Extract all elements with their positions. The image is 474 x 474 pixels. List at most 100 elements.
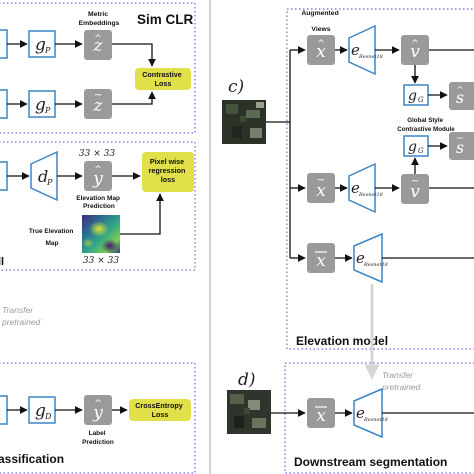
- elevation-partial-title: ll: [0, 256, 4, 268]
- style-head-bottom-sub: G: [418, 147, 424, 155]
- simclr-frame: [0, 2, 196, 134]
- simclr-title: Sim CLR: [137, 12, 194, 27]
- s-tilde-box: [449, 132, 474, 160]
- elevation-prediction-label: Elevation Map Prediction: [76, 195, 122, 210]
- right-panel: c) Augmented Views x ^ e Resnet18 v ^: [222, 8, 474, 474]
- contrastive-loss-label: Contrastive Loss: [142, 70, 184, 88]
- encoder-downstream-sub: Resnet18: [363, 417, 388, 423]
- style-head-top-symbol: g: [408, 88, 417, 104]
- projector-top-symbol: g: [35, 35, 46, 55]
- hat-accent: ^: [317, 39, 325, 49]
- classifier-head-symbol: g: [35, 401, 46, 421]
- projector-bottom-box: [28, 90, 56, 118]
- elevation-model-frame: [286, 8, 474, 350]
- encoder-bottom: [353, 232, 383, 284]
- s-tilde-symbol: s: [456, 138, 464, 157]
- classification-partial-title: assification: [0, 452, 64, 466]
- satellite-image-c: [222, 100, 266, 144]
- elevation-model-title: Elevation model: [296, 334, 388, 348]
- panel-label-d: d): [238, 370, 256, 390]
- encoder-stub-top: [0, 29, 8, 59]
- s-hat-box: [449, 82, 474, 110]
- encoder-bottom-sub: Resnet18: [363, 262, 388, 268]
- v-hat-symbol: v: [410, 42, 420, 62]
- pixel-loss-box: [142, 152, 194, 192]
- encoder-stub-bottom: [0, 89, 8, 119]
- true-elevation-map: [82, 215, 120, 253]
- projector-bottom-sub: P: [44, 106, 51, 115]
- encoder-middle: [348, 162, 376, 214]
- s-hat-symbol: s: [456, 88, 464, 107]
- downstream-title: Downstream segmentation: [294, 455, 447, 469]
- tilde-accent: ~: [411, 176, 419, 187]
- crossentropy-loss-label: CrossEntropy Loss: [135, 401, 185, 419]
- y-hat-elevation-symbol: y: [92, 169, 103, 189]
- size-label-top: 33 × 33: [79, 149, 115, 159]
- encoder-top: [348, 24, 376, 76]
- arrow: [112, 91, 156, 105]
- tilde-accent: ~: [317, 175, 325, 186]
- x-bar-downstream-box: [307, 398, 335, 428]
- v-hat-box: [401, 35, 429, 65]
- z-bottom-symbol: z: [93, 96, 104, 116]
- augmented-views-label: Augmented Views: [301, 10, 340, 33]
- encoder-top-symbol: e: [351, 41, 360, 59]
- x-tilde-box: [307, 173, 335, 203]
- x-bar-box: [307, 243, 335, 273]
- z-top-box: [84, 30, 112, 60]
- hat-accent: ^: [94, 399, 102, 409]
- v-tilde-box: [401, 174, 429, 204]
- z-bottom-box: [84, 89, 112, 119]
- decoder-symbol: d: [38, 167, 48, 186]
- x-bar-downstream-symbol: x: [316, 406, 326, 426]
- decoder-trapezoid: [30, 150, 58, 202]
- x-hat-box: [307, 35, 335, 65]
- tilde-accent: ~: [456, 134, 464, 144]
- decoder-sub: P: [46, 178, 53, 187]
- encoder-middle-symbol: e: [351, 179, 360, 197]
- contrastive-loss-box: [135, 68, 191, 90]
- pixel-loss-label: Pixel wise regression loss: [149, 157, 188, 184]
- transfer-text-left: Transfer pretrained: [1, 305, 41, 327]
- panel-label-c: c): [228, 77, 244, 97]
- projector-bottom-symbol: g: [35, 95, 46, 115]
- left-panel: Sim CLR Metric Embeddings g P z ^ Contra…: [0, 0, 211, 474]
- y-hat-elevation-box: [84, 161, 112, 191]
- encoder-middle-sub: Resnet18: [358, 192, 383, 198]
- style-head-top-sub: G: [418, 96, 424, 104]
- arrow: [112, 43, 156, 67]
- encoder-stub-classification: [0, 395, 8, 425]
- transfer-text-right: Transfer pretrained: [381, 370, 421, 392]
- hat-accent: ^: [94, 165, 102, 175]
- projector-top-sub: P: [44, 46, 51, 55]
- classification-frame: [0, 362, 196, 474]
- x-hat-symbol: x: [316, 42, 326, 62]
- y-hat-class-symbol: y: [92, 403, 103, 423]
- downstream-frame: [284, 362, 474, 474]
- x-tilde-symbol: x: [316, 181, 326, 201]
- hat-accent: ^: [94, 34, 102, 44]
- arrow: [120, 193, 164, 235]
- global-style-label: Global Style Contrastive Module: [397, 117, 455, 133]
- metric-embeddings-label: Metric Embeddings: [79, 11, 120, 27]
- z-top-symbol: z: [93, 36, 104, 56]
- x-bar-symbol: x: [316, 251, 326, 271]
- encoder-top-sub: Resnet18: [358, 54, 383, 60]
- true-elevation-label: True Elevation Map: [29, 228, 75, 247]
- elevation-frame-left: [0, 141, 196, 271]
- crossentropy-loss-box: [129, 399, 191, 421]
- encoder-bottom-symbol: e: [356, 249, 365, 267]
- v-tilde-symbol: v: [410, 182, 420, 202]
- hat-accent: ^: [411, 39, 419, 49]
- encoder-stub-elevation: [0, 161, 8, 191]
- y-hat-class-box: [84, 395, 112, 425]
- label-prediction-label: Label Prediction: [82, 430, 114, 446]
- size-label-bottom: 33 × 33: [83, 256, 119, 266]
- encoder-downstream-symbol: e: [356, 404, 365, 422]
- hat-accent: ^: [457, 85, 464, 94]
- style-head-bottom-symbol: g: [408, 139, 417, 155]
- classifier-head-sub: D: [44, 412, 52, 421]
- tilde-accent: ~: [94, 90, 102, 101]
- satellite-image-d: [227, 390, 271, 434]
